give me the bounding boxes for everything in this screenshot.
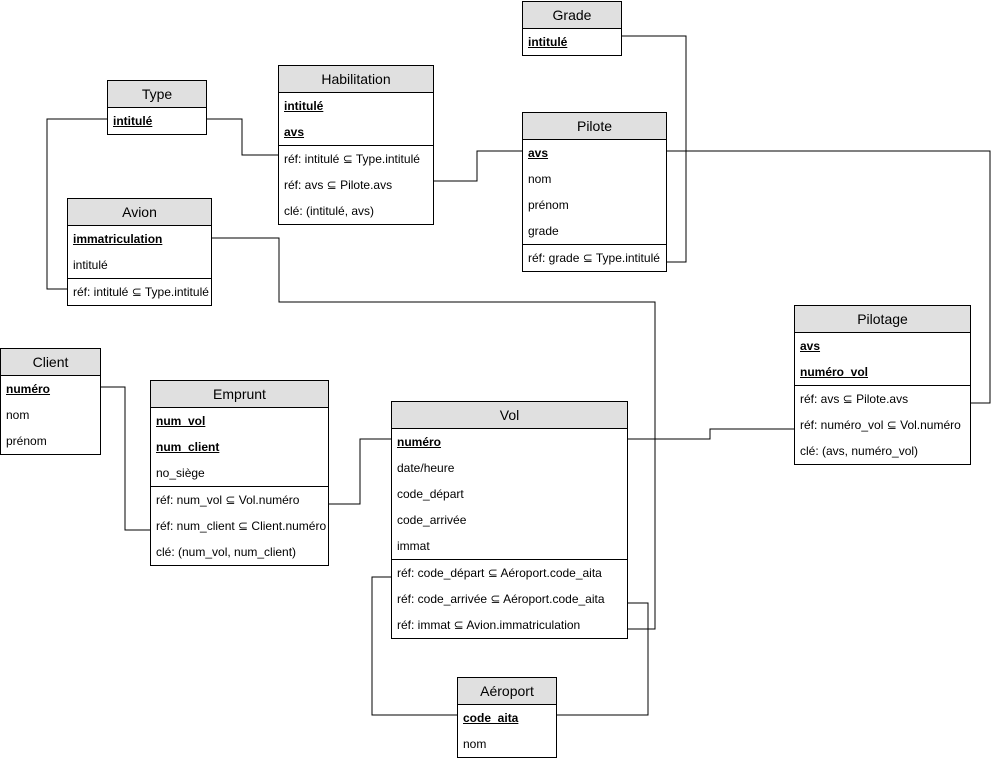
entity-avion[interactable]: Avion immatriculation intitulé réf: inti… (67, 198, 212, 306)
attribute-row: grade (528, 224, 559, 238)
constraint-row: réf: intitulé ⊆ Type.intitulé (284, 152, 420, 166)
attribute-row: num_client (156, 440, 220, 454)
connector-grade-pilote (621, 35, 687, 263)
entity-title: Pilotage (795, 306, 970, 333)
entity-title: Habilitation (279, 66, 433, 93)
entity-client[interactable]: Client numéro nom prénom (0, 348, 101, 455)
attribute-row: immatriculation (73, 232, 163, 246)
connector-client-emprunt (100, 386, 150, 531)
constraint-row: réf: grade ⊆ Type.intitulé (528, 251, 660, 265)
attribute-row: intitulé (113, 114, 153, 128)
attribute-row: avs (284, 125, 305, 139)
attributes-section: numéro date/heure code_départ code_arriv… (392, 429, 627, 559)
entity-habilitation[interactable]: Habilitation intitulé avs réf: intitulé … (278, 65, 434, 225)
attribute-row: no_siège (156, 466, 205, 480)
attribute-row: code_arrivée (397, 513, 467, 527)
entity-pilote[interactable]: Pilote avs nom prénom grade réf: grade ⊆… (522, 112, 667, 272)
constraint-row: clé: (avs, numéro_vol) (800, 444, 919, 458)
attributes-section: num_vol num_client no_siège (151, 408, 328, 486)
entity-title: Emprunt (151, 381, 328, 408)
constraints-section: réf: num_vol ⊆ Vol.numéro réf: num_clien… (151, 486, 328, 565)
entity-vol[interactable]: Vol numéro date/heure code_départ code_a… (391, 401, 628, 639)
entity-title: Client (1, 349, 100, 376)
entity-title: Vol (392, 402, 627, 429)
attribute-row: nom (6, 408, 30, 422)
connector-type-habilitation (206, 118, 278, 156)
entity-aeroport[interactable]: Aéroport code_aita nom (457, 677, 557, 758)
attribute-row: prénom (6, 434, 47, 448)
entity-type[interactable]: Type intitulé (107, 80, 207, 135)
attribute-row: immat (397, 539, 430, 553)
constraint-row: réf: intitulé ⊆ Type.intitulé (73, 285, 209, 299)
attributes-section: numéro nom prénom (1, 376, 100, 454)
constraint-row: réf: immat ⊆ Avion.immatriculation (397, 618, 581, 632)
entity-emprunt[interactable]: Emprunt num_vol num_client no_siège réf:… (150, 380, 329, 566)
attribute-row: code_départ (397, 487, 464, 501)
connector-vol-aeroport-depart (371, 576, 457, 716)
constraints-section: réf: intitulé ⊆ Type.intitulé (68, 278, 211, 305)
connector-avion-vol (211, 237, 656, 630)
primary-key-section: intitulé (523, 29, 621, 55)
connector-emprunt-vol (328, 438, 391, 505)
constraint-row: réf: num_client ⊆ Client.numéro (156, 519, 327, 533)
entity-title: Avion (68, 199, 211, 226)
constraints-section: réf: avs ⊆ Pilote.avs réf: numéro_vol ⊆ … (795, 385, 970, 464)
attributes-section: intitulé avs (279, 93, 433, 145)
connector-vol-pilotage (628, 428, 794, 440)
constraints-section: réf: grade ⊆ Type.intitulé (523, 244, 666, 271)
attributes-section: avs numéro_vol (795, 333, 970, 385)
constraint-row: réf: num_vol ⊆ Vol.numéro (156, 493, 300, 507)
attribute-row: intitulé (73, 258, 108, 272)
attributes-section: code_aita nom (458, 705, 556, 757)
attribute-row: avs (800, 339, 821, 353)
attribute-row: nom (528, 172, 552, 186)
constraints-section: réf: intitulé ⊆ Type.intitulé réf: avs ⊆… (279, 145, 433, 224)
attribute-row: nom (463, 737, 487, 751)
attributes-section: avs nom prénom grade (523, 140, 666, 244)
entity-title: Grade (523, 2, 621, 29)
attribute-row: num_vol (156, 414, 206, 428)
attribute-row: numéro (397, 435, 442, 449)
entity-grade[interactable]: Grade intitulé (522, 1, 622, 56)
constraint-row: clé: (num_vol, num_client) (156, 545, 297, 559)
constraint-row: réf: avs ⊆ Pilote.avs (800, 392, 909, 406)
attribute-row: avs (528, 146, 549, 160)
attribute-row: intitulé (284, 99, 324, 113)
constraint-row: réf: code_arrivée ⊆ Aéroport.code_aita (397, 592, 605, 606)
attributes-section: immatriculation intitulé (68, 226, 211, 278)
attribute-row: numéro_vol (800, 365, 869, 379)
attribute-row: prénom (528, 198, 569, 212)
connector-vol-aeroport-arrivee (556, 602, 649, 716)
attribute-row: date/heure (397, 461, 455, 475)
entity-title: Type (108, 81, 206, 108)
entity-pilotage[interactable]: Pilotage avs numéro_vol réf: avs ⊆ Pilot… (794, 305, 971, 465)
constraints-section: réf: code_départ ⊆ Aéroport.code_aita ré… (392, 559, 627, 638)
entity-title: Pilote (523, 113, 666, 140)
constraint-row: réf: code_départ ⊆ Aéroport.code_aita (397, 566, 602, 580)
constraint-row: clé: (intitulé, avs) (284, 204, 375, 218)
primary-key-section: intitulé (108, 108, 206, 134)
attribute-row: code_aita (463, 711, 519, 725)
constraint-row: réf: avs ⊆ Pilote.avs (284, 178, 393, 192)
connector-type-avion (46, 118, 107, 290)
attribute-row: intitulé (528, 35, 568, 49)
attribute-row: numéro (6, 382, 51, 396)
entity-title: Aéroport (458, 678, 556, 705)
connector-pilote-pilotage (666, 150, 991, 404)
constraint-row: réf: numéro_vol ⊆ Vol.numéro (800, 418, 961, 432)
connector-habilitation-pilote (433, 150, 522, 182)
